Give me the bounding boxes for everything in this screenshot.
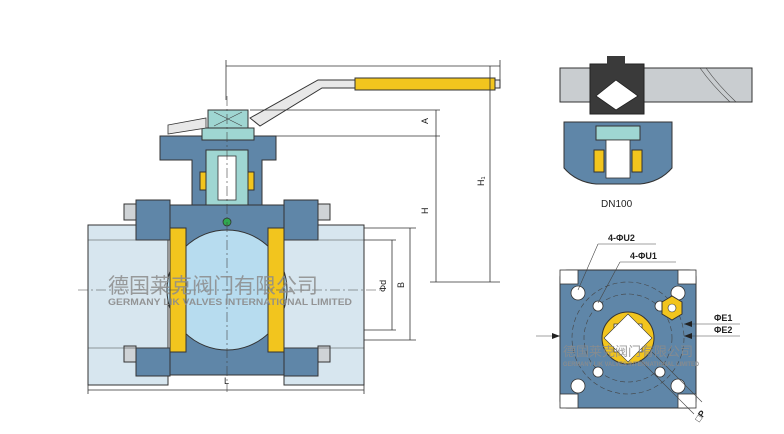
bolt-hole-u1-3 bbox=[592, 366, 604, 378]
handle bbox=[249, 79, 501, 127]
left-flange bbox=[135, 199, 171, 241]
dim-label-d: Φd bbox=[378, 280, 388, 292]
packing bbox=[199, 171, 207, 191]
bolt-bottom-right bbox=[317, 345, 331, 363]
dim-label-a: A bbox=[420, 118, 430, 124]
label-u1: 4-ΦU1 bbox=[630, 251, 657, 261]
detail-packing-r bbox=[631, 149, 643, 173]
bolt-top-right bbox=[317, 203, 331, 221]
handle-arm bbox=[167, 117, 207, 135]
bolt-bottom-left bbox=[123, 345, 137, 363]
detail-stem-top bbox=[607, 56, 625, 66]
left-flange-lower bbox=[135, 347, 171, 377]
dim-label-h: H bbox=[420, 208, 430, 215]
dn100-caption: DN100 bbox=[601, 199, 633, 210]
right-flange bbox=[283, 199, 319, 241]
label-e2: ΦE2 bbox=[714, 325, 732, 335]
watermark-en-small: GERMANY LIK VALVES INTERNATIONAL LIMITED bbox=[563, 361, 699, 368]
dim-label-b: B bbox=[396, 282, 406, 288]
bolt-top-left bbox=[123, 203, 137, 221]
watermark-cn: 德国莱克阀门有限公司 bbox=[108, 274, 318, 298]
watermark-cn-small: 德国莱克阀门有限公司 bbox=[563, 345, 693, 360]
detail-neck bbox=[595, 125, 641, 141]
bolt-hole-u1-4 bbox=[654, 366, 666, 378]
watermark-en: GERMANY LIK VALVES INTERNATIONAL LIMITED bbox=[108, 297, 352, 308]
bolt-hole-u2-1 bbox=[570, 285, 586, 301]
stem-nut bbox=[201, 127, 255, 141]
right-flange-lower bbox=[283, 347, 319, 377]
dn100-detail: DN100 bbox=[559, 56, 753, 210]
bolt-hole-u1-1 bbox=[592, 300, 604, 312]
dim-label-l: L bbox=[224, 376, 229, 386]
detail-handle-bar bbox=[559, 67, 753, 103]
main-section-view: H₁ A H Φd B L bbox=[78, 60, 501, 394]
handle-grip bbox=[354, 77, 496, 91]
label-u2: 4-ΦU2 bbox=[608, 233, 635, 243]
packing-right bbox=[247, 171, 255, 191]
flange-top-view: 4-ΦU2 4-ΦU1 ΦE1 ΦE2 □P bbox=[536, 233, 740, 424]
label-e1: ΦE1 bbox=[714, 313, 732, 323]
bolt-hole-u2-4 bbox=[670, 378, 686, 394]
dim-label-h1: H₁ bbox=[476, 176, 486, 186]
detail-packing-l bbox=[593, 149, 605, 173]
label-p: □P bbox=[693, 408, 708, 423]
bolt-hole-u2-3 bbox=[570, 378, 586, 394]
detail-stem bbox=[605, 139, 631, 179]
